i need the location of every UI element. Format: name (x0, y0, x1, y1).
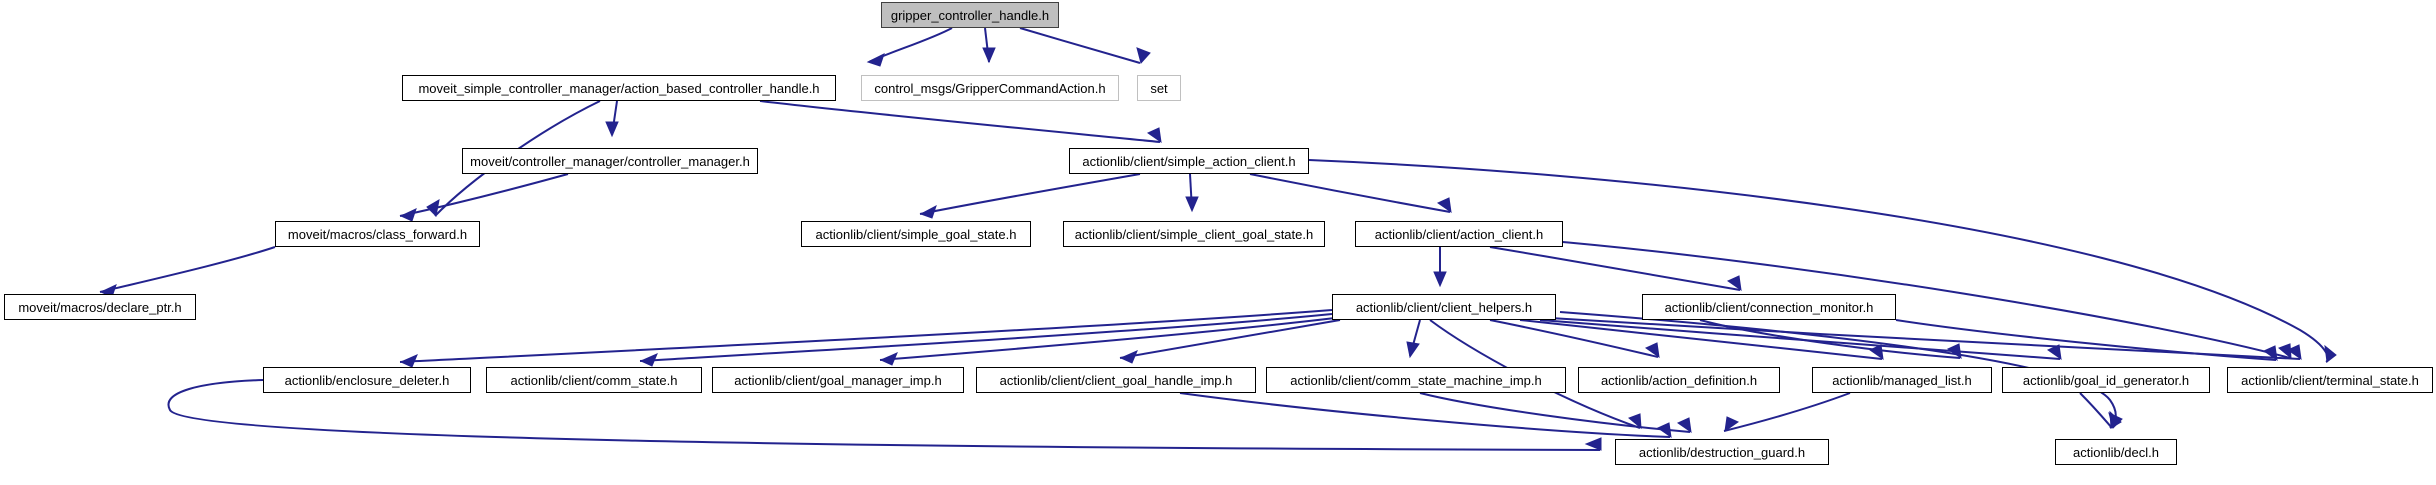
node-label-managed_list: actionlib/managed_list.h (1832, 372, 1972, 388)
node-label-goal_manager_imp: actionlib/client/goal_manager_imp.h (734, 372, 942, 388)
node-root[interactable]: gripper_controller_handle.h (881, 2, 1059, 28)
node-label-controller_manager: moveit/controller_manager/controller_man… (470, 153, 750, 169)
node-label-simple_action_client: actionlib/client/simple_action_client.h (1082, 153, 1296, 169)
node-simple_client_goal[interactable]: actionlib/client/simple_client_goal_stat… (1063, 221, 1325, 247)
edge-managed_list-to-destruction_guard (1723, 392, 1851, 433)
node-label-client_goal_handle: actionlib/client/client_goal_handle_imp.… (999, 372, 1233, 388)
edge-enclosure_deleter-to-destruction_guard (167, 379, 1602, 451)
node-enclosure_deleter[interactable]: actionlib/enclosure_deleter.h (263, 367, 471, 393)
edge-root-to-action_based (866, 27, 953, 67)
edge-simple_action_client-to-action_client (1249, 173, 1452, 214)
node-label-action_client: actionlib/client/action_client.h (1374, 226, 1544, 242)
node-comm_state[interactable]: actionlib/client/comm_state.h (486, 367, 702, 393)
edge-client_helpers-to-comm_state_machine (1406, 319, 1421, 359)
node-label-set: set (1150, 80, 1168, 96)
edge-action_client-to-connection_monitor (1489, 246, 1742, 292)
node-label-client_helpers: actionlib/client/client_helpers.h (1355, 299, 1533, 315)
node-set[interactable]: set (1137, 75, 1181, 101)
node-label-terminal_state: actionlib/client/terminal_state.h (2241, 372, 2419, 388)
node-class_forward[interactable]: moveit/macros/class_forward.h (275, 221, 480, 247)
node-controller_manager[interactable]: moveit/controller_manager/controller_man… (462, 148, 758, 174)
edge-client_helpers-to-goal_manager_imp (879, 317, 1336, 366)
node-connection_monitor[interactable]: actionlib/client/connection_monitor.h (1642, 294, 1896, 320)
node-label-destruction_guard: actionlib/destruction_guard.h (1638, 444, 1806, 460)
edge-action_based-to-simple_action_client (759, 100, 1162, 144)
node-label-action_based: moveit_simple_controller_manager/action_… (418, 80, 820, 96)
edge-controller_manager-to-class_forward (399, 173, 569, 222)
edge-class_forward-to-declare_ptr (99, 246, 276, 298)
edge-client_helpers-to-goal_id_generator (1539, 319, 2062, 361)
node-label-connection_monitor: actionlib/client/connection_monitor.h (1664, 299, 1874, 315)
node-label-enclosure_deleter: actionlib/enclosure_deleter.h (284, 372, 450, 388)
edge-client_helpers-to-managed_list (1519, 319, 1884, 361)
node-simple_action_client[interactable]: actionlib/client/simple_action_client.h (1069, 148, 1309, 174)
edge-client_helpers-to-enclosure_deleter (399, 309, 1333, 368)
node-client_goal_handle[interactable]: actionlib/client/client_goal_handle_imp.… (976, 367, 1256, 393)
edge-root-to-set (1019, 27, 1151, 65)
node-client_helpers[interactable]: actionlib/client/client_helpers.h (1332, 294, 1556, 320)
edge-action_client-to-client_helpers (1433, 247, 1447, 288)
edge-simple_action_client-to-terminal_state (1308, 159, 2337, 363)
node-terminal_state[interactable]: actionlib/client/terminal_state.h (2227, 367, 2433, 393)
edge-simple_action_client-to-simple_client_goal (1185, 173, 1199, 213)
node-label-class_forward: moveit/macros/class_forward.h (287, 226, 468, 242)
edge-client_helpers-to-action_definition (1489, 319, 1660, 359)
node-label-comm_state: actionlib/client/comm_state.h (510, 372, 678, 388)
edge-client_helpers-to-client_goal_handle (1119, 319, 1341, 364)
node-label-gripper_cmd_action: control_msgs/GripperCommandAction.h (874, 80, 1106, 96)
node-decl[interactable]: actionlib/decl.h (2055, 439, 2177, 465)
node-label-comm_state_machine: actionlib/client/comm_state_machine_imp.… (1290, 372, 1542, 388)
edge-comm_state_machine-to-destruction_guard (1419, 392, 1692, 434)
node-goal_manager_imp[interactable]: actionlib/client/goal_manager_imp.h (712, 367, 964, 393)
node-declare_ptr[interactable]: moveit/macros/declare_ptr.h (4, 294, 196, 320)
node-goal_id_generator[interactable]: actionlib/goal_id_generator.h (2002, 367, 2210, 393)
node-managed_list[interactable]: actionlib/managed_list.h (1812, 367, 1992, 393)
node-label-goal_id_generator: actionlib/goal_id_generator.h (2022, 372, 2190, 388)
edge-client_goal_handle-to-destruction_guard (1179, 392, 1672, 439)
node-label-root: gripper_controller_handle.h (890, 7, 1050, 23)
node-simple_goal_state[interactable]: actionlib/client/simple_goal_state.h (801, 221, 1031, 247)
edge-goal_id_generator-to-decl (2079, 392, 2123, 429)
node-label-action_definition: actionlib/action_definition.h (1600, 372, 1758, 388)
edge-simple_action_client-to-simple_goal_state (919, 173, 1141, 219)
node-action_definition[interactable]: actionlib/action_definition.h (1578, 367, 1780, 393)
node-comm_state_machine[interactable]: actionlib/client/comm_state_machine_imp.… (1266, 367, 1566, 393)
node-label-simple_goal_state: actionlib/client/simple_goal_state.h (815, 226, 1017, 242)
node-label-declare_ptr: moveit/macros/declare_ptr.h (18, 299, 182, 315)
node-gripper_cmd_action[interactable]: control_msgs/GripperCommandAction.h (861, 75, 1119, 101)
node-destruction_guard[interactable]: actionlib/destruction_guard.h (1615, 439, 1829, 465)
edge-root-to-gripper_cmd_action (982, 27, 996, 64)
node-action_client[interactable]: actionlib/client/action_client.h (1355, 221, 1563, 247)
node-label-simple_client_goal: actionlib/client/simple_client_goal_stat… (1074, 226, 1314, 242)
edge-connection_monitor-to-goal_id_generator (1699, 319, 1962, 360)
node-label-decl: actionlib/decl.h (2073, 444, 2159, 460)
edge-connection_monitor-to-terminal_state (1895, 319, 2278, 362)
node-action_based[interactable]: moveit_simple_controller_manager/action_… (402, 75, 836, 101)
edge-client_helpers-to-comm_state (639, 313, 1333, 367)
edge-action_based-to-controller_manager (605, 100, 619, 138)
